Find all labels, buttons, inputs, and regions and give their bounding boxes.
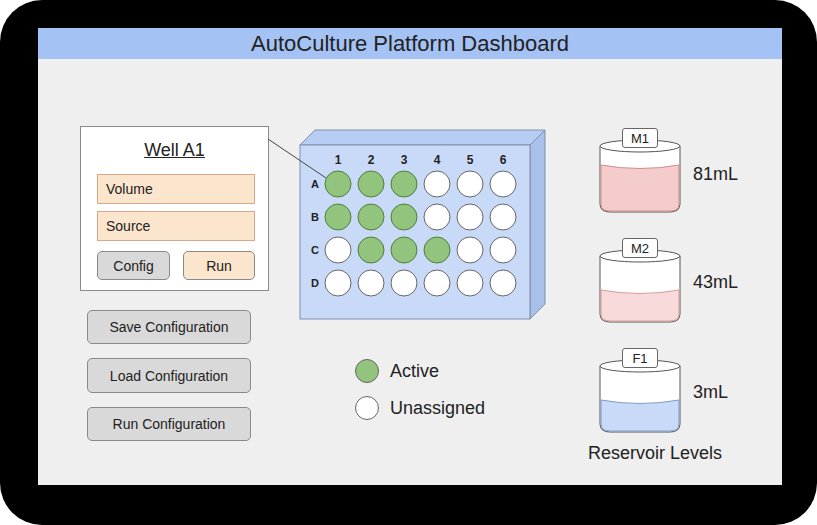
save-button: Save Configuration <box>87 310 251 344</box>
screen-ground <box>38 28 782 485</box>
box-text: Volume <box>106 181 153 197</box>
legend-swatch <box>355 396 379 420</box>
box-text: M2 <box>631 241 649 256</box>
column-number: 3 <box>401 153 408 167</box>
well-circle <box>490 204 516 230</box>
well-circle <box>325 171 351 197</box>
plate-side <box>530 130 545 319</box>
column-number: 6 <box>500 153 507 167</box>
box-text: Run Configuration <box>113 416 226 432</box>
header-band <box>38 28 782 59</box>
dashboard-title: AutoCulture Platform Dashboard <box>251 31 569 57</box>
section-caption: Reservoir Levels <box>588 443 722 464</box>
panel-heading: Well A1 <box>80 140 269 161</box>
row-letter: A <box>311 178 319 190</box>
reservoir-jar <box>600 250 680 322</box>
well-circle <box>325 270 351 296</box>
legend-text: Unassigned <box>390 398 485 419</box>
well-circle <box>457 171 483 197</box>
well-circle <box>325 204 351 230</box>
well-circle <box>358 204 384 230</box>
well-circle <box>391 171 417 197</box>
reservoir-jar <box>600 140 680 212</box>
well-circle <box>490 237 516 263</box>
plate-front <box>300 145 530 319</box>
well-circle <box>424 237 450 263</box>
box-text: Save Configuration <box>109 319 228 335</box>
well-circle <box>457 270 483 296</box>
column-number: 4 <box>434 153 441 167</box>
column-number: 5 <box>467 153 474 167</box>
load-button: Load Configuration <box>87 358 251 393</box>
run-config-button: Run Configuration <box>87 407 251 441</box>
well-circle <box>358 237 384 263</box>
config-button: Config <box>97 251 170 280</box>
well-circle <box>325 237 351 263</box>
well-panel-ground <box>81 127 269 291</box>
reservoir-lid: M2 <box>622 238 658 258</box>
box-text: Source <box>106 218 150 234</box>
box-text: M1 <box>631 131 649 146</box>
row-letter: C <box>311 244 319 256</box>
reservoir-jar <box>600 360 680 432</box>
volume-reading: 81mL <box>693 164 738 185</box>
well-circle <box>457 204 483 230</box>
run-button: Run <box>183 251 255 280</box>
box-text: Run <box>206 258 232 274</box>
well-circle <box>358 171 384 197</box>
column-number: 2 <box>368 153 375 167</box>
reservoir-lid: F1 <box>622 348 658 368</box>
well-circle <box>358 270 384 296</box>
well-circle <box>424 204 450 230</box>
box-text: Config <box>113 258 153 274</box>
well-circle <box>457 237 483 263</box>
box-text: Load Configuration <box>110 368 228 384</box>
legend-text: Active <box>390 361 439 382</box>
reservoir-lid: M1 <box>622 128 658 148</box>
input-field: Volume <box>97 174 255 204</box>
row-letter: D <box>311 277 319 289</box>
volume-reading: 3mL <box>693 382 728 403</box>
input-field: Source <box>97 211 255 241</box>
legend-swatch <box>355 359 379 383</box>
well-circle <box>490 171 516 197</box>
well-grid <box>325 171 516 296</box>
plate-top <box>300 130 545 145</box>
well-circle <box>424 171 450 197</box>
well-panel: Well A1 VolumeSourceConfig Run <box>80 126 269 291</box>
leader-line <box>268 139 326 178</box>
well-circle <box>391 270 417 296</box>
well-circle <box>490 270 516 296</box>
box-text: F1 <box>632 351 647 366</box>
well-circle <box>391 204 417 230</box>
row-letter: B <box>311 211 319 223</box>
well-circle <box>391 237 417 263</box>
column-number: 1 <box>335 153 342 167</box>
volume-reading: 43mL <box>693 272 738 293</box>
well-circle <box>424 270 450 296</box>
